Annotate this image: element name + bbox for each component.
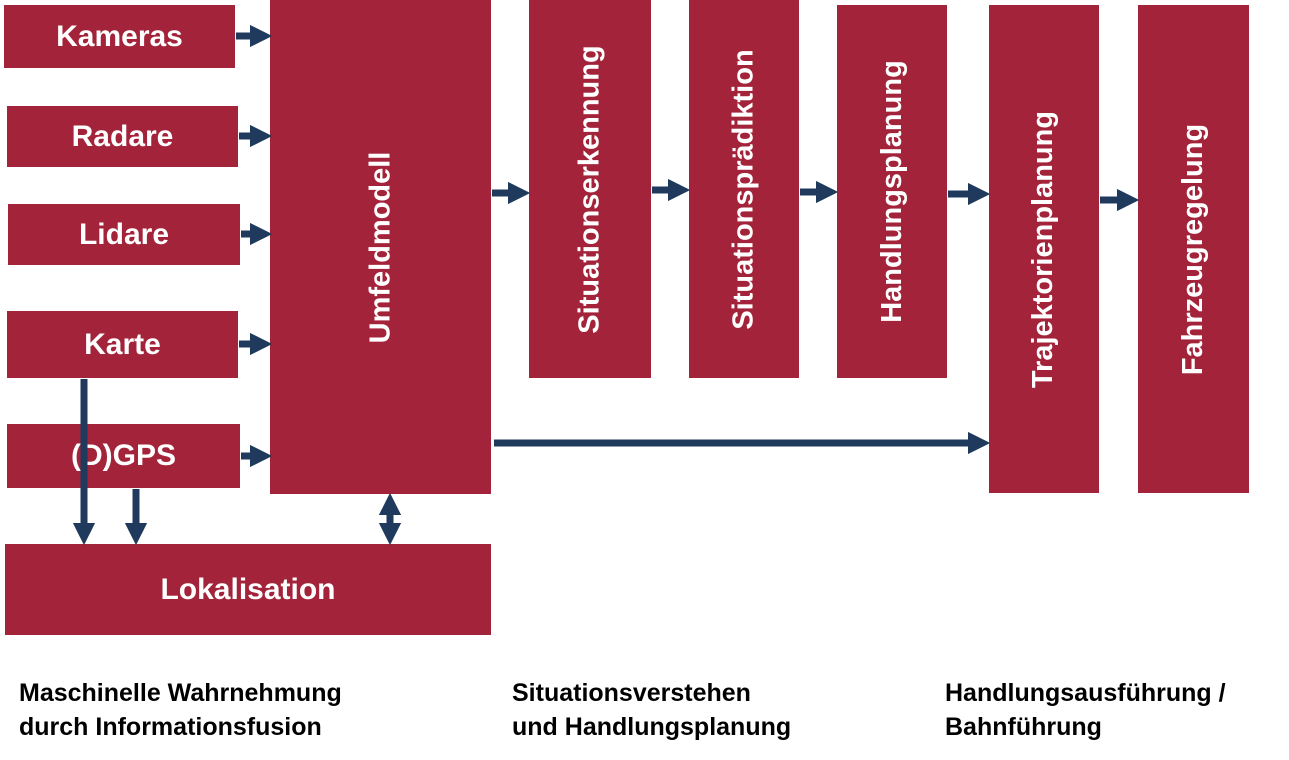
radars-label: Radare bbox=[71, 119, 174, 153]
caption-execution: Handlungsausführung / Bahnführung bbox=[945, 676, 1226, 744]
lidars-box: Lidare bbox=[8, 204, 240, 265]
caption-execution-line1: Handlungsausführung / bbox=[945, 679, 1226, 707]
cameras-box: Kameras bbox=[4, 5, 235, 68]
caption-understanding-line2: und Handlungsplanung bbox=[512, 713, 792, 741]
vehicle-control-box: Fahrzeugregelung bbox=[1138, 5, 1249, 493]
situation-recognition-box: Situationserkennung bbox=[529, 0, 651, 378]
map-label: Karte bbox=[84, 327, 161, 361]
action-planning-box: Handlungsplanung bbox=[837, 5, 947, 378]
cameras-label: Kameras bbox=[56, 19, 183, 53]
caption-understanding-line1: Situationsverstehen bbox=[512, 679, 751, 707]
caption-understanding: Situationsverstehen und Handlungsplanung bbox=[512, 676, 791, 744]
environment-model-box: Umfeldmodell bbox=[270, 0, 491, 494]
caption-perception: Maschinelle Wahrnehmung durch Informatio… bbox=[19, 676, 342, 744]
radars-box: Radare bbox=[7, 106, 238, 167]
trajectory-planning-box: Trajektorienplanung bbox=[989, 5, 1099, 493]
situation-prediction-box: Situationsprädiktion bbox=[689, 0, 799, 378]
map-box: Karte bbox=[7, 311, 238, 378]
localization-box: Lokalisation bbox=[5, 544, 491, 635]
localization-label: Lokalisation bbox=[160, 572, 336, 606]
gps-box: (D)GPS bbox=[7, 424, 240, 488]
gps-label: (D)GPS bbox=[71, 439, 176, 472]
caption-perception-line2: durch Informationsfusion bbox=[19, 713, 322, 741]
caption-perception-line1: Maschinelle Wahrnehmung bbox=[19, 679, 342, 707]
caption-execution-line2: Bahnführung bbox=[945, 713, 1102, 741]
lidars-label: Lidare bbox=[78, 217, 170, 251]
